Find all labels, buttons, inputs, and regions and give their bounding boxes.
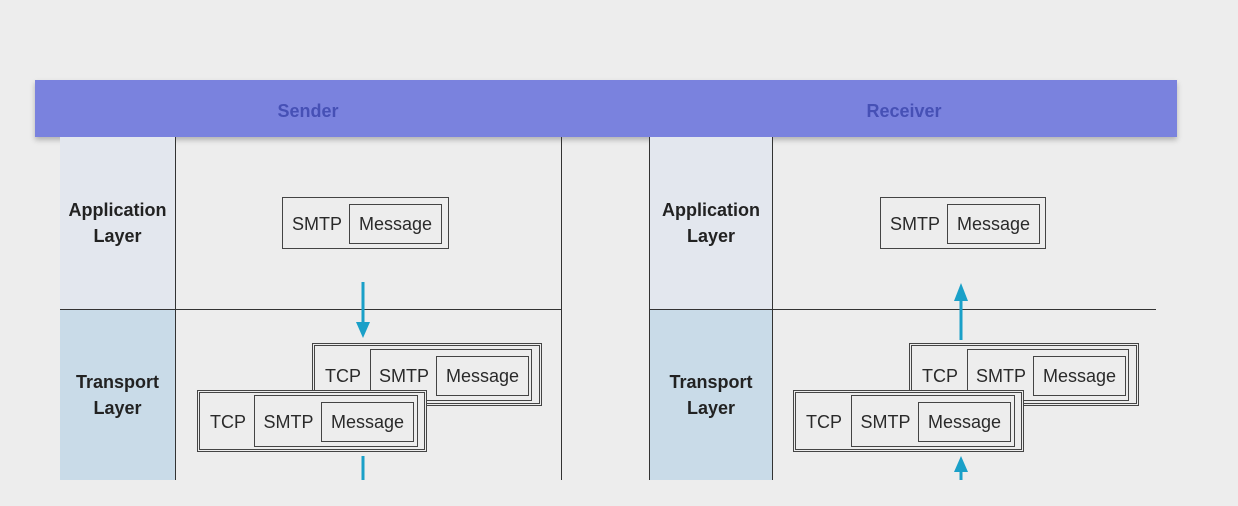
- sender-transport-layer-label: Transport Layer: [60, 310, 175, 480]
- receiver-front-smtp-frame: [851, 395, 1015, 447]
- receiver-app-message: Message: [947, 204, 1040, 244]
- sender-app-message: Message: [349, 204, 442, 244]
- receiver-layer-divider: [650, 309, 1156, 310]
- receiver-app-smtp-header: SMTP: [889, 213, 940, 234]
- receiver-application-layer-text: Application Layer: [662, 200, 760, 246]
- sender-column-divider: [175, 137, 176, 480]
- receiver-heading: Receiver: [866, 101, 942, 121]
- receiver-column-divider: [772, 137, 773, 480]
- sender-down-arrow: [356, 282, 370, 338]
- sender-front-smtp-header: SMTP: [263, 411, 314, 432]
- sender-application-layer-text: Application Layer: [68, 200, 167, 246]
- sender-transport-layer-text: Transport Layer: [75, 372, 159, 418]
- sender-back-smtp-frame: [370, 349, 532, 401]
- sender-right-border: [561, 137, 562, 480]
- receiver-app-packet: [880, 197, 1046, 249]
- receiver-back-smtp-frame: [967, 349, 1129, 401]
- sender-app-smtp-header: SMTP: [291, 213, 342, 234]
- receiver-front-tcp-header: TCP: [806, 411, 842, 432]
- receiver-left-border: [649, 137, 650, 480]
- sender-layer-divider: [60, 309, 562, 310]
- sender-app-packet: [282, 197, 449, 249]
- receiver-back-smtp-header: SMTP: [975, 365, 1026, 386]
- header-banner: [35, 80, 1177, 137]
- sender-heading: Sender: [277, 101, 339, 121]
- sender-front-tcp-header: TCP: [210, 411, 246, 432]
- sender-back-smtp-header: SMTP: [378, 365, 429, 386]
- receiver-up-arrow-lower: [954, 456, 968, 480]
- sender-application-layer-label: Application Layer: [60, 137, 175, 309]
- sender-front-message: Message: [321, 402, 414, 442]
- receiver-application-layer-label: Application Layer: [650, 137, 772, 309]
- sender-back-message: Message: [436, 356, 529, 396]
- receiver-transport-layer-text: Transport Layer: [669, 372, 753, 418]
- receiver-front-message: Message: [918, 402, 1011, 442]
- receiver-back-tcp-header: TCP: [922, 365, 958, 386]
- sender-front-smtp-frame: [254, 395, 418, 447]
- sender-back-tcp-header: TCP: [325, 365, 361, 386]
- receiver-up-arrow: [954, 283, 968, 340]
- receiver-back-message: Message: [1033, 356, 1126, 396]
- receiver-front-smtp-header: SMTP: [860, 411, 911, 432]
- receiver-transport-layer-label: Transport Layer: [650, 310, 772, 480]
